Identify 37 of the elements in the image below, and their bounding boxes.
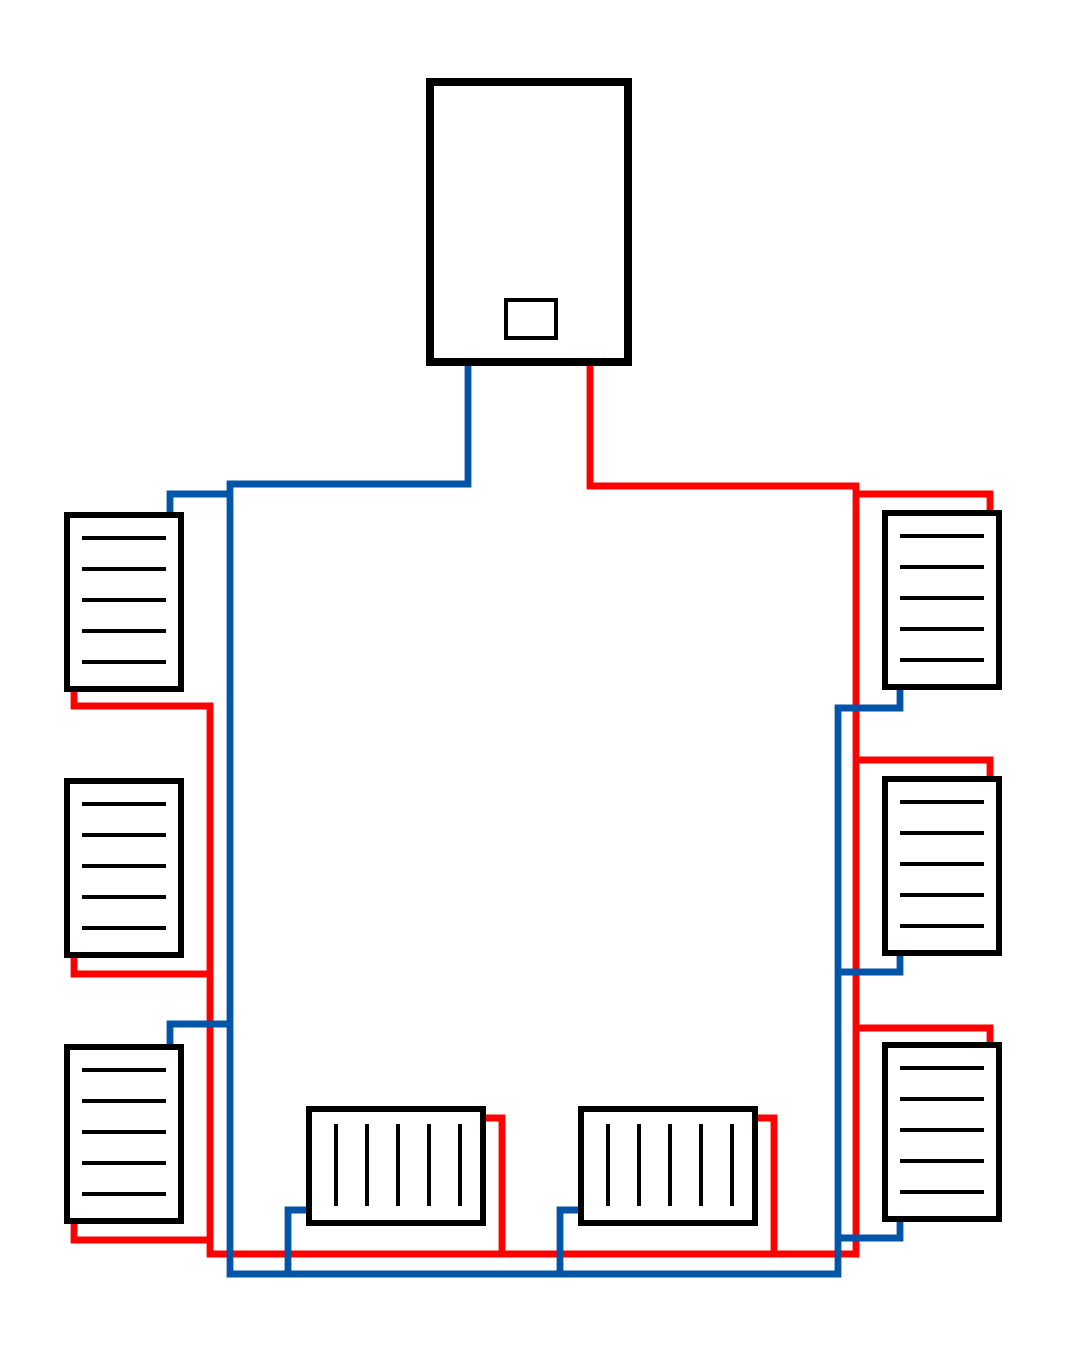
pipe [838,956,904,976]
pipe [284,1206,306,1274]
pipe [560,1238,842,1278]
pipe [834,688,904,972]
pipe [206,1240,502,1258]
pipe [166,490,230,512]
pipe [774,1028,860,1258]
pipe [206,974,214,1240]
pipe [856,1024,994,1042]
radiator [882,510,1002,690]
pipe [166,1020,230,1044]
radiator [64,1044,184,1224]
pipe [856,490,994,510]
pipe [586,366,860,494]
pipe [852,494,860,760]
pipe [288,1270,560,1278]
radiator [306,1106,486,1226]
pipe [486,1114,506,1254]
radiator [64,778,184,958]
pipe [226,366,472,494]
pipe [70,958,210,978]
pipe [70,1224,210,1244]
pipe [834,972,842,1238]
pipe [70,692,214,974]
pipe [502,1250,774,1258]
boiler [426,78,632,366]
pipe [838,1222,904,1242]
pipe [758,1114,778,1254]
pipe [556,1206,578,1274]
radiator [882,776,1002,956]
pipe [226,1024,288,1278]
pipe [226,494,234,1024]
radiator [64,512,184,692]
radiator [882,1042,1002,1222]
pipe [852,760,860,1028]
pipe [856,756,994,776]
radiator [578,1106,758,1226]
